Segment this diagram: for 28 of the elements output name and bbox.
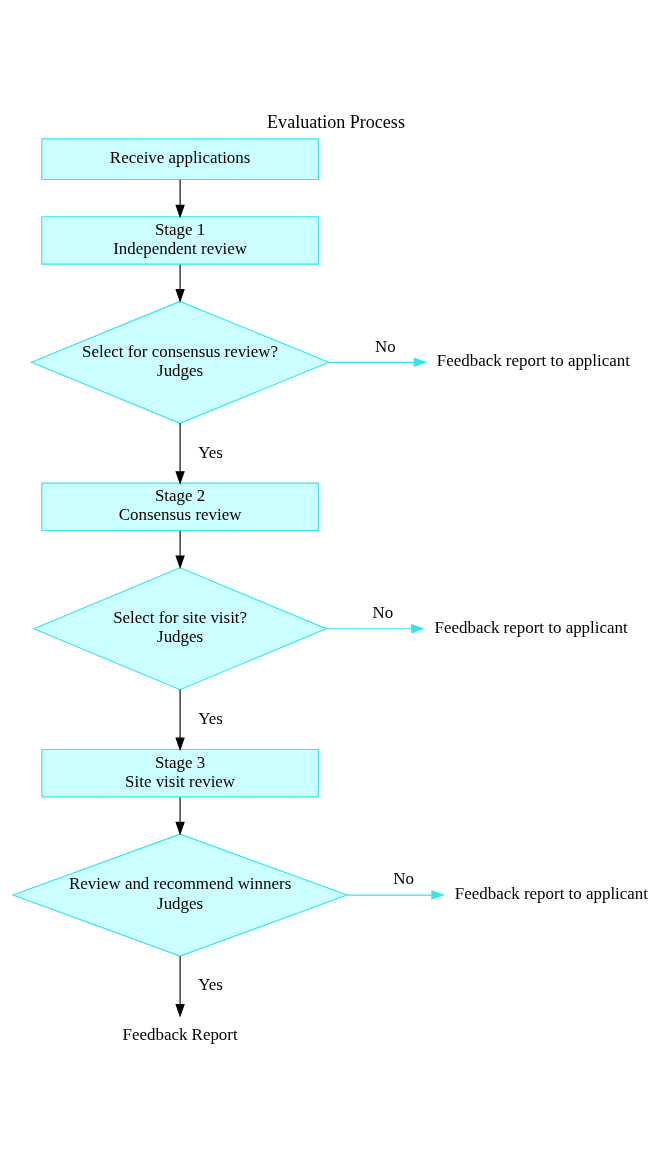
node-box: Receive applications <box>41 138 319 181</box>
edge-label: No <box>375 336 396 356</box>
arrow <box>175 689 185 752</box>
arrow <box>175 796 185 836</box>
node-box: Stage 1 Independent review <box>41 216 319 265</box>
edge-label: No <box>393 869 414 889</box>
node-box: Stage 3 Site visit review <box>41 748 319 798</box>
node-diamond: Select for consensus review? Judges <box>29 300 331 424</box>
arrow <box>175 955 185 1018</box>
arrow <box>175 530 185 569</box>
arrow <box>175 264 185 303</box>
node-box: Stage 2 Consensus review <box>41 482 319 532</box>
edge-label: Yes <box>198 442 223 462</box>
arrow <box>325 623 425 634</box>
node-text: Feedback report to applicant <box>454 884 648 904</box>
node-diamond: Review and recommend winners Judges <box>11 833 349 957</box>
node-text: Feedback report to applicant <box>434 617 628 637</box>
arrow <box>175 179 185 219</box>
diagram-title: Evaluation Process <box>267 112 405 133</box>
node-text: Feedback report to applicant <box>436 351 630 371</box>
edge-label: Yes <box>198 975 223 995</box>
node-text: Feedback Report <box>122 1025 238 1045</box>
node-diamond: Select for site visit? Judges <box>32 567 328 691</box>
edge-label: Yes <box>198 709 223 729</box>
arrow <box>328 357 428 368</box>
arrow <box>346 890 445 900</box>
arrow <box>175 422 185 485</box>
edge-label: No <box>372 602 394 622</box>
